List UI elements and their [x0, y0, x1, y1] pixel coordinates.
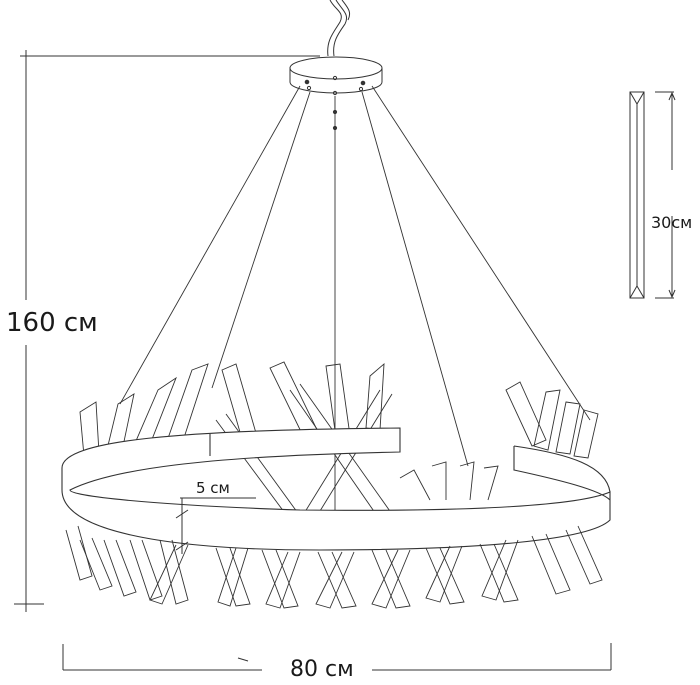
crystal-rod-dimension-line [655, 91, 676, 299]
ring-diameter-label: 80 см [290, 657, 354, 682]
ring-band [61, 427, 611, 551]
total-height-label: 160 см [6, 308, 98, 338]
power-cable [327, 0, 351, 57]
suspension-wires [119, 85, 591, 520]
diameter-dimension-line [62, 643, 612, 671]
crystal-rod-detail [629, 91, 645, 299]
crystal-rod-length-label: 30см [651, 213, 693, 232]
band-height-indicator [175, 497, 256, 554]
height-dimension-line [14, 50, 320, 612]
ring-band-height-label: 5 см [196, 479, 230, 497]
crystal-rods-lower [65, 461, 603, 609]
ceiling-canopy [289, 56, 383, 131]
